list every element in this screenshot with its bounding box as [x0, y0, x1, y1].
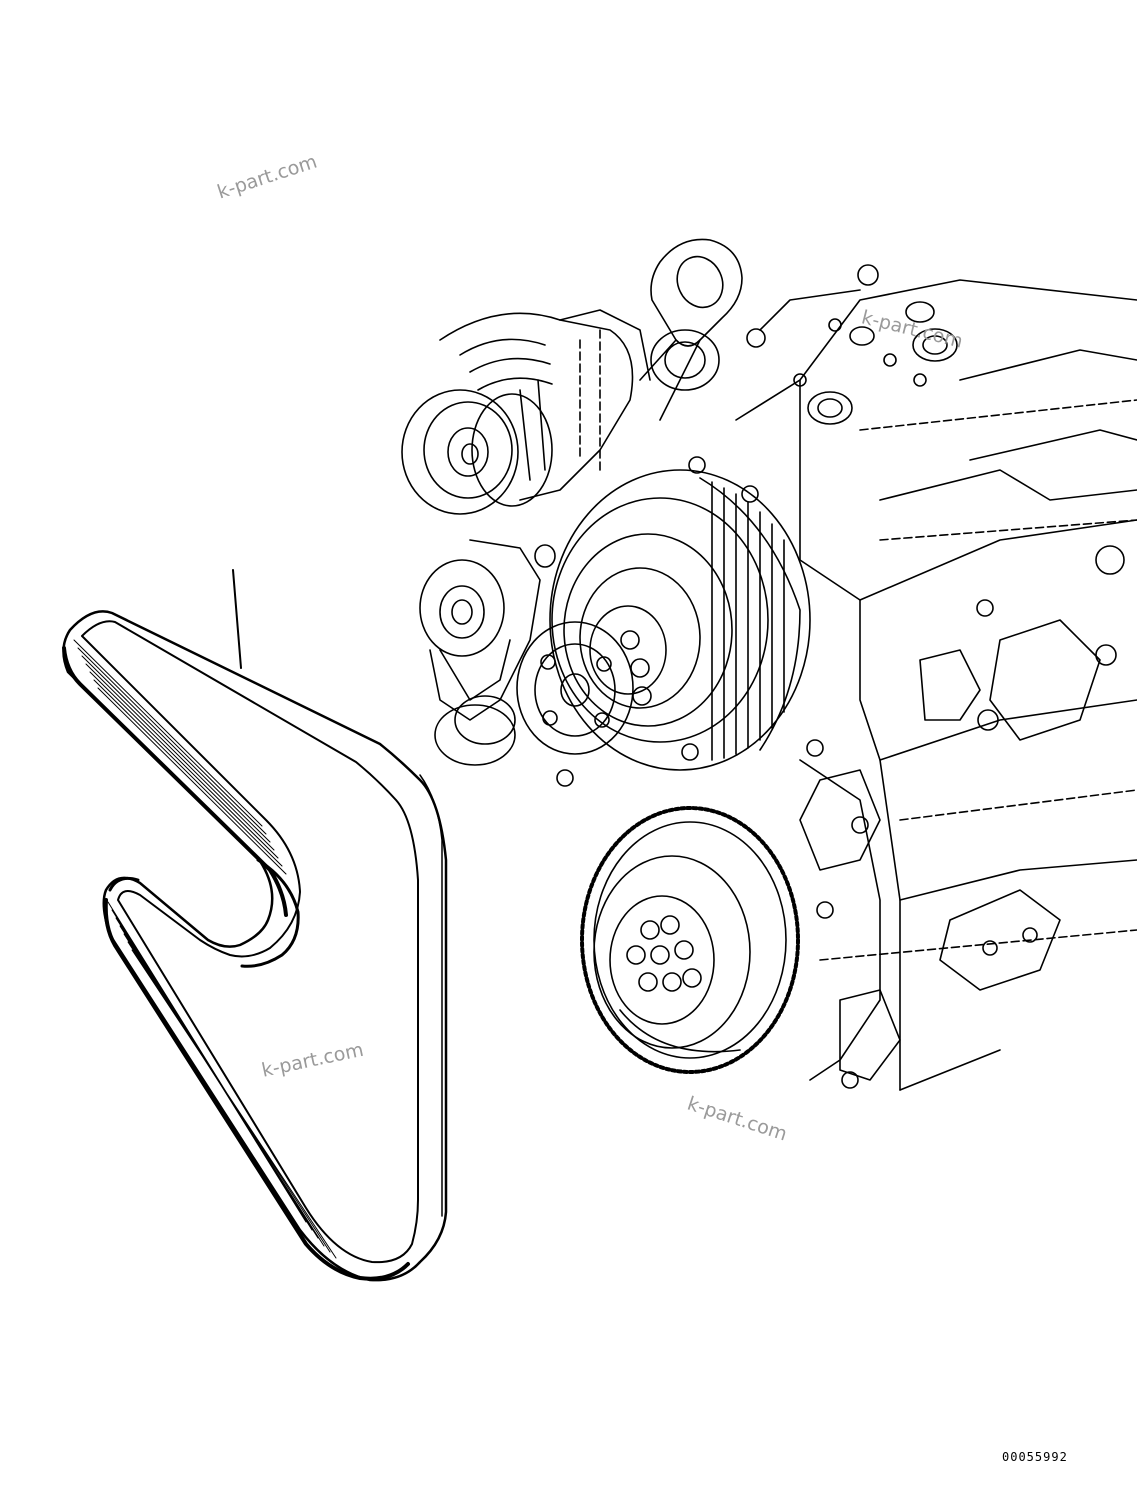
cylinder-head-ports	[556, 264, 1125, 1089]
crank-damper-upper	[549, 469, 811, 771]
drawing-number: 00055992	[1002, 1450, 1068, 1464]
fan-hub	[516, 621, 652, 755]
engine-block	[579, 279, 1137, 1091]
crank-pulley-lower	[580, 806, 800, 1074]
tensioner-pulley	[419, 539, 556, 766]
alternator	[401, 309, 651, 515]
engine-assembly	[401, 238, 1137, 1091]
lifting-eye	[650, 238, 743, 347]
serpentine-belt	[62, 610, 448, 1282]
leader-line	[232, 569, 242, 669]
